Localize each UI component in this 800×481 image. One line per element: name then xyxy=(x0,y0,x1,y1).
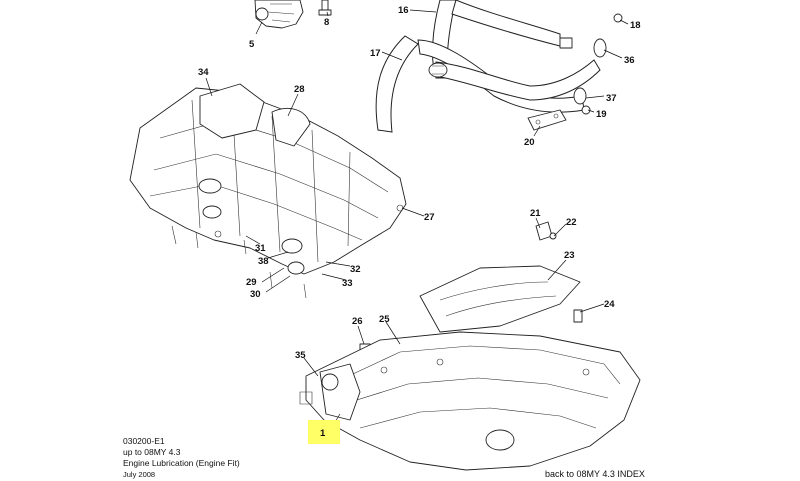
doc-model-range: up to 08MY 4.3 xyxy=(123,447,181,457)
callout-21[interactable]: 21 xyxy=(530,208,541,219)
engine-block-assembly xyxy=(129,83,407,299)
callout-27[interactable]: 27 xyxy=(424,212,435,223)
callout-16[interactable]: 16 xyxy=(398,5,409,16)
callout-36[interactable]: 36 xyxy=(624,55,635,66)
callout-17[interactable]: 17 xyxy=(370,48,381,59)
callout-32[interactable]: 32 xyxy=(350,264,361,275)
callout-5[interactable]: 5 xyxy=(249,39,255,50)
callout-28[interactable]: 28 xyxy=(294,84,305,95)
part-8-bolt xyxy=(318,0,332,16)
callout-31[interactable]: 31 xyxy=(255,243,266,254)
callout-35[interactable]: 35 xyxy=(295,350,306,361)
callout-34[interactable]: 34 xyxy=(198,67,209,78)
part-21-22-fitting xyxy=(535,221,557,241)
callout-25[interactable]: 25 xyxy=(379,314,390,325)
doc-title: Engine Lubrication (Engine Fit) xyxy=(123,458,240,468)
part-1-oil-pan xyxy=(299,331,641,471)
document-info: 030200-E1 up to 08MY 4.3 Engine Lubricat… xyxy=(123,436,240,480)
part-24-bolt xyxy=(573,309,583,323)
callout-26[interactable]: 26 xyxy=(352,316,363,327)
callout-20[interactable]: 20 xyxy=(524,137,535,148)
back-to-index-link[interactable]: back to 08MY 4.3 INDEX xyxy=(545,469,645,479)
part-1-highlight xyxy=(308,420,340,444)
callout-37[interactable]: 37 xyxy=(606,93,617,104)
callout-30[interactable]: 30 xyxy=(250,289,261,300)
callout-18[interactable]: 18 xyxy=(630,20,641,31)
callout-8[interactable]: 8 xyxy=(324,17,329,28)
callout-1[interactable]: 1 xyxy=(320,428,326,439)
callout-labels: 5 8 16 17 18 36 37 19 20 34 28 27 31 38 … xyxy=(198,5,641,439)
oil-cooler-hoses xyxy=(375,0,607,133)
callout-33[interactable]: 33 xyxy=(342,278,353,289)
part-23-baffle xyxy=(419,265,581,333)
callout-24[interactable]: 24 xyxy=(604,299,615,310)
part-20-bracket xyxy=(527,109,567,131)
part-19-bolt xyxy=(581,105,591,115)
callout-23[interactable]: 23 xyxy=(564,250,575,261)
part-5-bracket xyxy=(254,0,304,29)
doc-date: July 2008 xyxy=(123,470,156,479)
callout-29[interactable]: 29 xyxy=(246,277,257,288)
doc-code: 030200-E1 xyxy=(123,436,165,446)
callout-19[interactable]: 19 xyxy=(596,109,607,120)
part-18-bolt xyxy=(613,13,623,23)
callout-22[interactable]: 22 xyxy=(566,217,577,228)
callout-38[interactable]: 38 xyxy=(258,256,269,267)
